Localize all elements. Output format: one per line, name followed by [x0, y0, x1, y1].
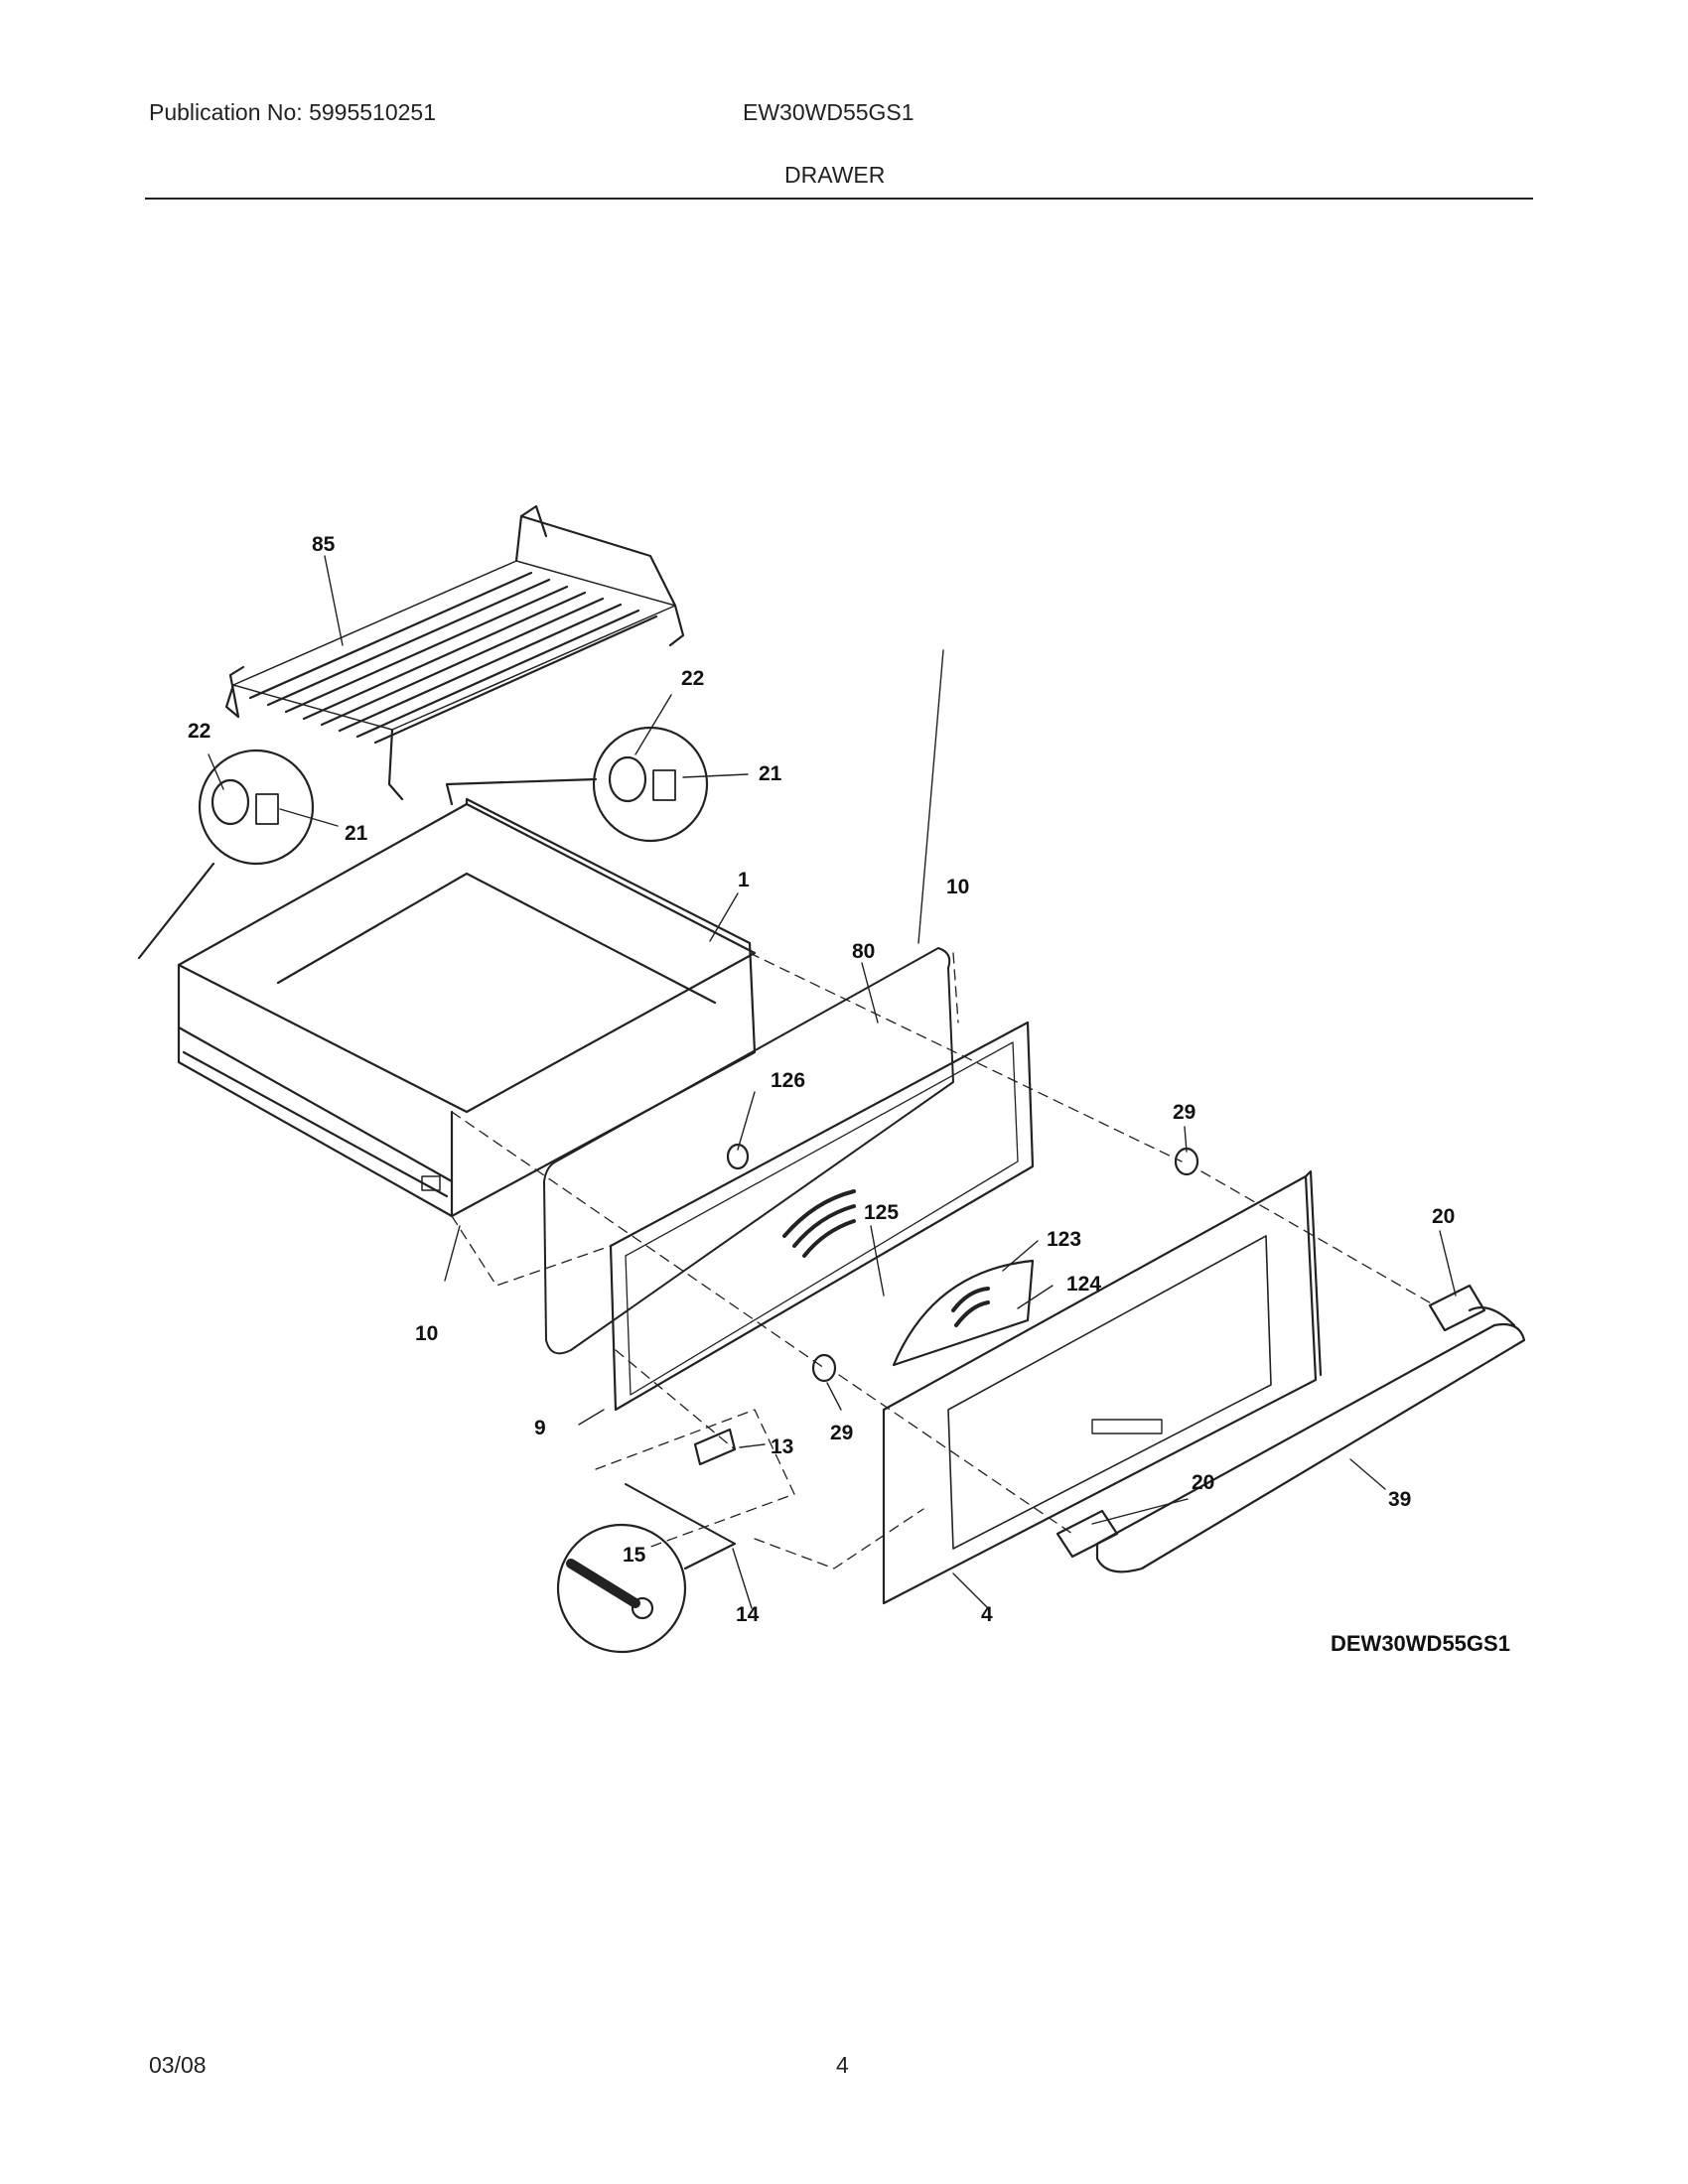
bumper-part-3: [726, 1143, 750, 1170]
callout-124: 124: [1066, 1273, 1101, 1296]
callout-85: 85: [312, 533, 336, 556]
handle-part: [1095, 1306, 1526, 1573]
callout-10-bottom: 10: [415, 1322, 438, 1345]
callout-21-right: 21: [759, 762, 782, 785]
callout-126: 126: [771, 1069, 805, 1092]
clip-part: [625, 1483, 736, 1545]
rack-part: [224, 504, 685, 801]
bumper-part-2: [811, 1353, 837, 1383]
end-cap-part-2: [1055, 1509, 1119, 1559]
callout-22-right: 22: [681, 667, 704, 690]
end-cap-part: [1428, 1284, 1486, 1332]
bumper-part: [1174, 1147, 1199, 1176]
callout-13: 13: [771, 1435, 793, 1458]
callout-20-bottom: 20: [1192, 1471, 1214, 1494]
header-rule: [145, 198, 1533, 200]
publication-date: 03/08: [149, 2052, 207, 2078]
inner-panel-part: [609, 1021, 1035, 1412]
callout-1: 1: [738, 869, 750, 891]
callout-123: 123: [1047, 1228, 1081, 1251]
page-number: 4: [836, 2052, 849, 2078]
vent-cover-part: [892, 1259, 1035, 1367]
callout-29-top: 29: [1173, 1101, 1196, 1124]
publication-number: Publication No: 5995510251: [149, 99, 437, 125]
drawer-front-part: [882, 1169, 1323, 1605]
callout-125: 125: [864, 1201, 899, 1224]
model-number: EW30WD55GS1: [743, 99, 914, 125]
callout-21-left: 21: [345, 822, 368, 845]
section-title: DRAWER: [784, 162, 886, 188]
bracket-part: [693, 1428, 737, 1466]
callout-10-top: 10: [946, 876, 969, 898]
rack-guide-detail-right: [445, 726, 709, 843]
callout-20-top: 20: [1432, 1205, 1455, 1228]
gasket-part: [543, 947, 954, 1355]
callout-leaders: [208, 555, 1457, 1609]
callout-29-bottom: 29: [830, 1422, 853, 1444]
callout-80: 80: [852, 940, 875, 963]
assembly-guide-lines: [451, 952, 1436, 1570]
rack-guide-detail-left: [137, 749, 315, 960]
callout-22-left: 22: [188, 720, 211, 743]
callout-15: 15: [623, 1544, 646, 1567]
callout-4: 4: [981, 1603, 993, 1626]
callout-14: 14: [736, 1603, 760, 1626]
detail-circle-15: [556, 1523, 737, 1654]
drawer-body-part: [177, 797, 757, 1218]
callout-39: 39: [1388, 1488, 1411, 1511]
callout-9: 9: [534, 1417, 546, 1439]
diagram-code: DEW30WD55GS1: [1331, 1631, 1510, 1656]
